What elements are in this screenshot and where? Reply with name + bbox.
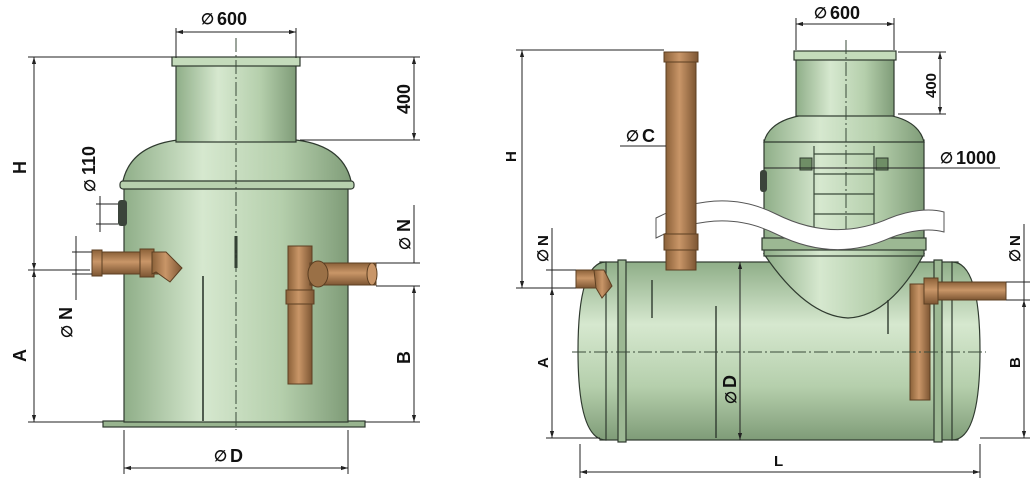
right-dim-H-value: H xyxy=(503,151,520,162)
right-neck xyxy=(795,57,895,117)
left-dim-110-symbol: ∅ xyxy=(82,179,99,192)
right-dim-D-value: D xyxy=(720,375,740,388)
right-shaft-transition xyxy=(762,253,926,319)
left-dim-400-value: 400 xyxy=(394,84,414,114)
right-dim-600-value: 600 xyxy=(830,3,860,23)
right-ladder-bracket-left xyxy=(799,157,813,171)
right-dim-1000-symbol: ∅ xyxy=(940,150,953,167)
right-tank-body xyxy=(599,261,959,441)
right-dim-N-in-symbol: ∅ xyxy=(535,249,552,262)
left-dim-N-in-symbol: ∅ xyxy=(59,325,76,338)
right-dim-600-symbol: ∅ xyxy=(814,5,827,22)
left-outlet-riser xyxy=(287,245,313,385)
right-shaft-dome xyxy=(763,113,925,143)
left-dim-N-out-value: N xyxy=(394,219,414,232)
left-dim-D-symbol: ∅ xyxy=(214,448,227,465)
right-dim-A-value: A xyxy=(535,357,552,368)
right-break-band xyxy=(655,200,945,251)
right-dim-N-out-symbol: ∅ xyxy=(1007,249,1024,262)
left-inlet-collar-1 xyxy=(91,249,103,277)
right-dim-B-value: B xyxy=(1007,357,1024,368)
right-outlet-collar xyxy=(923,277,939,305)
right-vent-top xyxy=(663,51,699,63)
right-inlet-elbow xyxy=(593,269,613,299)
right-dim-400-value: 400 xyxy=(923,73,940,98)
left-dim-600-symbol: ∅ xyxy=(201,11,214,28)
right-dim-D-symbol: ∅ xyxy=(723,391,740,404)
left-dim-B-value: B xyxy=(394,351,414,364)
right-dim-N-out-value: N xyxy=(1007,235,1024,246)
right-neck-rim xyxy=(793,50,897,61)
right-tank-right-cap xyxy=(951,261,981,441)
left-dim-H-value: H xyxy=(10,161,30,174)
left-outlet-bell xyxy=(307,260,329,288)
left-view: ∅ 600 400 H A ∅ N ∅ 110 ∅ N xyxy=(10,9,420,474)
right-outlet-riser xyxy=(909,283,931,401)
right-dim-C-value: C xyxy=(642,126,655,146)
left-dim-A-value: A xyxy=(10,349,30,362)
right-dim-1000-value: 1000 xyxy=(956,148,996,168)
left-tank-dome xyxy=(121,139,353,187)
left-side-hatch xyxy=(118,200,127,226)
left-dim-D-value: D xyxy=(230,446,243,466)
left-outlet-end xyxy=(366,262,378,286)
right-dim-L-value: L xyxy=(774,453,783,470)
left-dim-N-out-symbol: ∅ xyxy=(397,237,414,250)
left-dim-110-value: 110 xyxy=(79,146,99,175)
right-vent-collar xyxy=(663,233,699,251)
left-outlet-collar xyxy=(285,289,315,305)
left-dim-N-in-value: N xyxy=(56,307,76,320)
right-ring-right xyxy=(933,259,943,443)
right-view: ∅ 600 400 ∅ 1000 ∅ C H ∅ N A ∅ D xyxy=(503,3,1030,478)
left-inlet-elbow xyxy=(151,251,183,283)
left-dome-ring xyxy=(119,180,355,190)
right-shaft-hatch xyxy=(760,170,767,192)
right-dim-C-symbol: ∅ xyxy=(626,128,639,145)
right-ladder-bracket-right xyxy=(875,157,889,171)
left-dim-600-value: 600 xyxy=(217,9,247,29)
right-ring-left xyxy=(617,259,627,443)
right-dim-N-in-value: N xyxy=(535,235,552,246)
